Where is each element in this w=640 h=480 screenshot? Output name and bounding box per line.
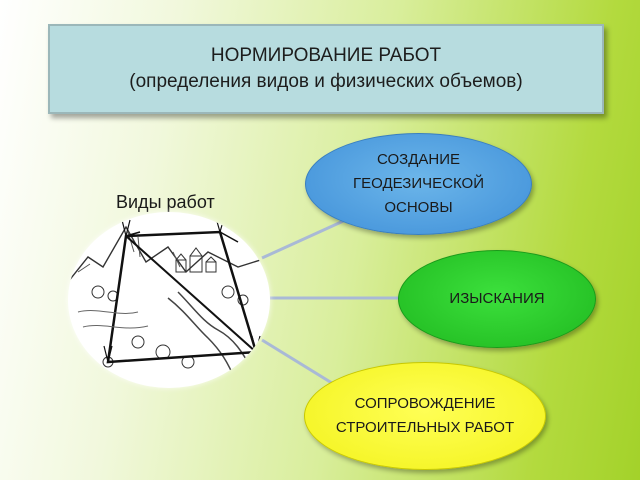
hub-image <box>68 212 270 388</box>
connector-bottom <box>261 338 341 390</box>
title-line-1: НОРМИРОВАНИЕ РАБОТ <box>210 45 442 66</box>
node-construction-support: СОПРОВОЖДЕНИЕ СТРОИТЕЛЬНЫХ РАБОТ <box>304 362 546 470</box>
node-construction-support-line-1: СОПРОВОЖДЕНИЕ <box>354 395 496 412</box>
hub-label: Виды работ <box>116 192 215 212</box>
connector-top <box>261 216 351 260</box>
landscape-survey-sketch-icon <box>68 217 270 383</box>
node-geodetic-basis-line-2: ГЕОДЕЗИЧЕСКОЙ <box>353 175 484 192</box>
node-surveys-line-1: ИЗЫСКАНИЯ <box>449 290 545 307</box>
node-geodetic-basis: СОЗДАНИЕ ГЕОДЕЗИЧЕСКОЙ ОСНОВЫ <box>305 133 532 235</box>
title-line-2: (определения видов и физических объемов) <box>129 71 523 92</box>
node-surveys: ИЗЫСКАНИЯ <box>398 250 596 348</box>
node-geodetic-basis-line-1: СОЗДАНИЕ <box>376 151 460 168</box>
node-geodetic-basis-line-3: ОСНОВЫ <box>384 199 453 216</box>
title-box: НОРМИРОВАНИЕ РАБОТ (определения видов и … <box>48 24 604 114</box>
node-construction-support-line-2: СТРОИТЕЛЬНЫХ РАБОТ <box>335 419 515 436</box>
